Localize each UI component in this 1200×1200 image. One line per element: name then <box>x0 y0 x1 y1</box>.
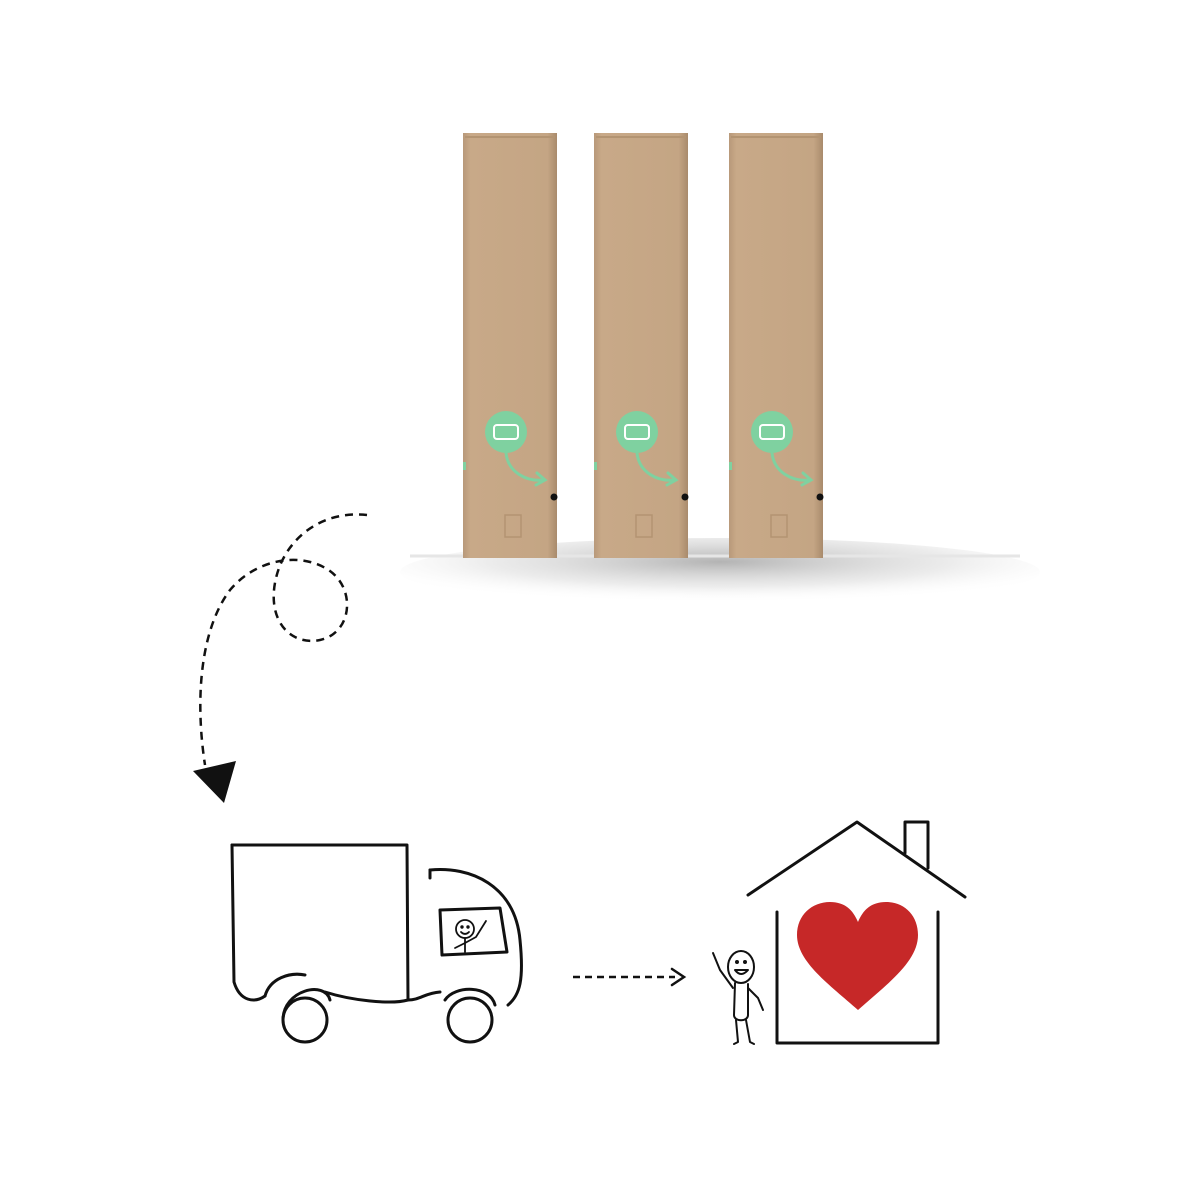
label-disc <box>751 411 793 453</box>
box-face <box>463 133 557 558</box>
label-arrow-line <box>635 451 677 482</box>
box-edge-mark <box>463 462 466 470</box>
label-arrowhead <box>800 471 814 487</box>
box-print-mark <box>770 514 788 538</box>
cardboard-box <box>463 133 558 558</box>
cardboard-box <box>729 133 824 558</box>
box-hole <box>816 493 824 501</box>
box-face <box>729 133 823 558</box>
label-inner-mark <box>759 424 785 440</box>
label-arrowhead <box>534 471 548 487</box>
curly-arrow <box>199 513 368 766</box>
box-print-mark <box>635 514 653 538</box>
house-icon <box>746 820 967 1045</box>
label-arrowhead <box>665 471 679 487</box>
label-disc <box>485 411 527 453</box>
box-print-mark <box>504 514 522 538</box>
cardboard-boxes <box>463 133 824 558</box>
label-inner-mark <box>624 424 650 440</box>
waving-person-icon <box>712 950 764 1045</box>
box-face <box>594 133 688 558</box>
heart-icon <box>797 902 918 1010</box>
box-hole <box>550 493 558 501</box>
box-edge-mark <box>594 462 597 470</box>
label-inner-mark <box>493 424 519 440</box>
recycle-label-icon <box>616 411 679 487</box>
truck-driver-icon <box>454 919 487 953</box>
box-edge-mark <box>729 462 732 470</box>
arrowhead-down-icon <box>193 761 236 803</box>
label-disc <box>616 411 658 453</box>
label-arrow-line <box>504 451 546 482</box>
truck-icon <box>230 843 523 1044</box>
label-arrow-line <box>770 451 812 482</box>
recycle-label-icon <box>485 411 548 487</box>
box-hole <box>681 493 689 501</box>
recycle-label-icon <box>751 411 814 487</box>
arrowhead-right-icon <box>670 967 687 987</box>
cardboard-box <box>594 133 689 558</box>
